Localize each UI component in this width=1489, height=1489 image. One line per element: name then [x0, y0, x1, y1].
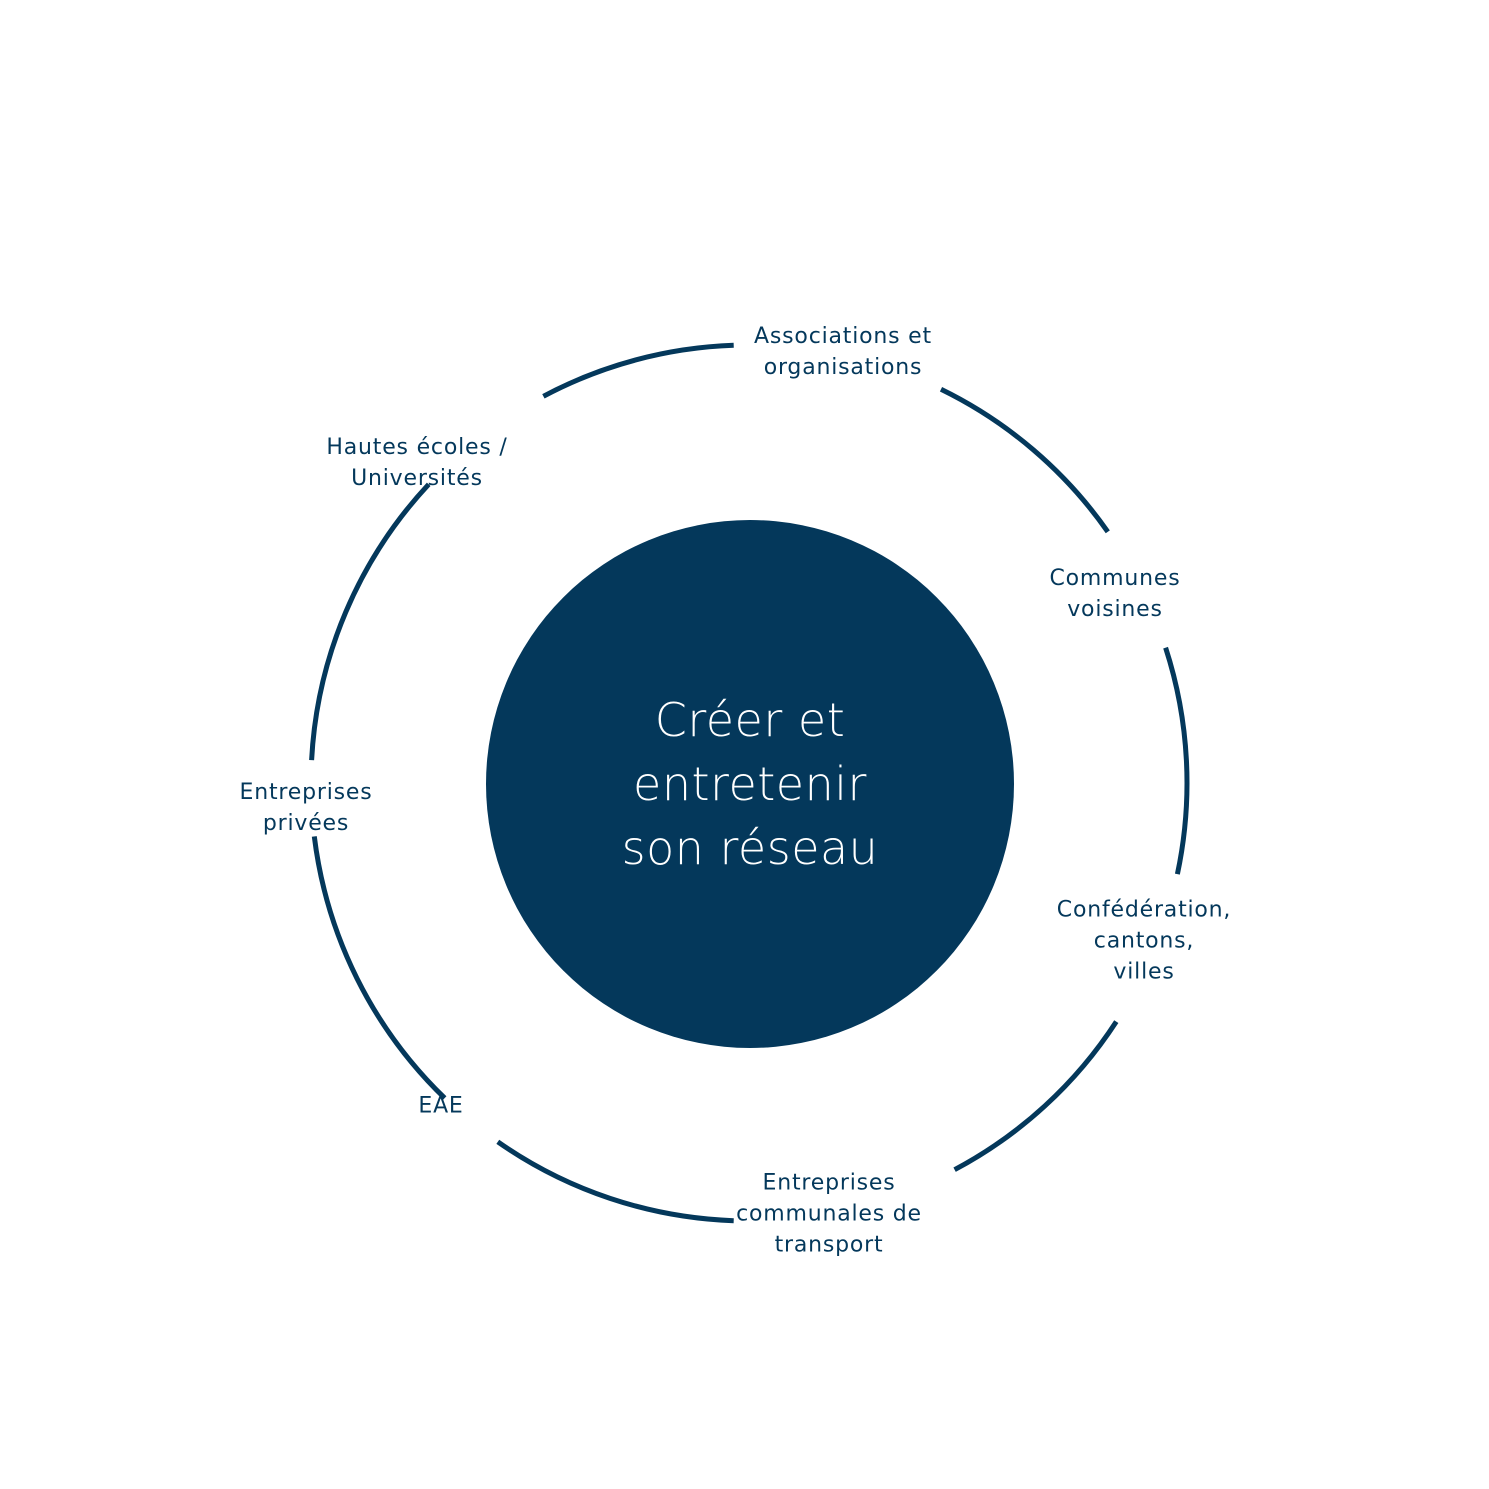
center-circle: Créer et entretenir son réseau: [486, 520, 1014, 1048]
center-label: Créer et entretenir son réseau: [622, 688, 879, 880]
node-label-line: Entreprises: [239, 780, 373, 805]
node-hautes-ecoles: Hautes écoles / Universités: [326, 432, 507, 494]
ring-arc-segment: [939, 387, 1110, 534]
node-label-line: organisations: [763, 355, 923, 380]
ring-arc-segment: [953, 1020, 1119, 1172]
node-label-line: transport: [774, 1232, 884, 1258]
node-label-line: communales de: [736, 1201, 922, 1227]
node-label-line: Communes: [1049, 566, 1181, 591]
ring-arc-segment: [1163, 646, 1190, 875]
node-communes-voisines: Communes voisines: [1050, 563, 1181, 625]
node-eae: EAE: [418, 1091, 463, 1122]
node-label-line: Confédération,: [1056, 897, 1232, 923]
node-entreprises-transport: Entreprises communales de transport: [736, 1168, 922, 1261]
center-label-line: son réseau: [621, 821, 879, 875]
node-entreprises-privees: Entreprises privées: [240, 777, 373, 839]
node-label-line: Associations et: [754, 324, 932, 349]
ring-arc-segment: [311, 836, 447, 1100]
center-label-line: Créer et: [654, 693, 846, 747]
node-associations: Associations et organisations: [754, 321, 932, 383]
ring-arc-segment: [496, 1139, 734, 1224]
node-label-line: cantons,: [1093, 928, 1195, 954]
node-label-line: Universités: [351, 466, 483, 491]
ring-arc-segment: [542, 342, 734, 399]
node-confederation: Confédération, cantons, villes: [1057, 895, 1231, 988]
node-label-line: privées: [262, 811, 350, 836]
node-label-line: voisines: [1067, 597, 1163, 622]
node-label-line: EAE: [418, 1093, 464, 1119]
node-label-line: Hautes écoles /: [326, 435, 508, 460]
center-label-line: entretenir: [633, 757, 867, 811]
ring-arc-segment: [309, 482, 431, 761]
node-label-line: villes: [1113, 959, 1175, 985]
node-label-line: Entreprises: [762, 1170, 896, 1196]
